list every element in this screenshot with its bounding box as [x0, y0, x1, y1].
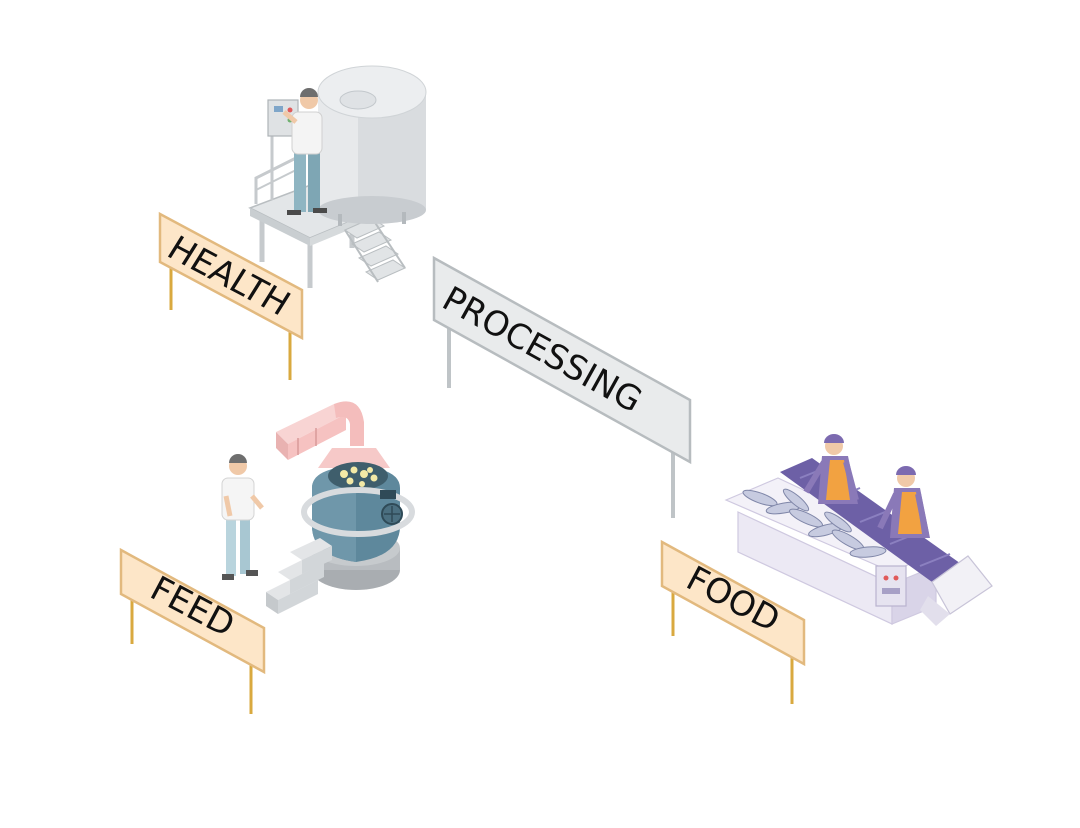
processing-label: PROCESSING	[436, 279, 649, 421]
processing-sign: PROCESSING	[432, 255, 692, 518]
food-worker-figure	[877, 466, 930, 538]
technician-figure	[282, 88, 327, 215]
feed-sign: FEED	[119, 547, 266, 714]
feed-worker-figure	[221, 454, 264, 580]
storage-tank-with-platform-icon	[248, 65, 427, 288]
health-sign: HEALTH	[158, 211, 304, 380]
food-worker-figure	[803, 434, 859, 504]
cooking-kettle-with-duct-icon	[266, 401, 415, 614]
food-label: FOOD	[680, 559, 786, 641]
